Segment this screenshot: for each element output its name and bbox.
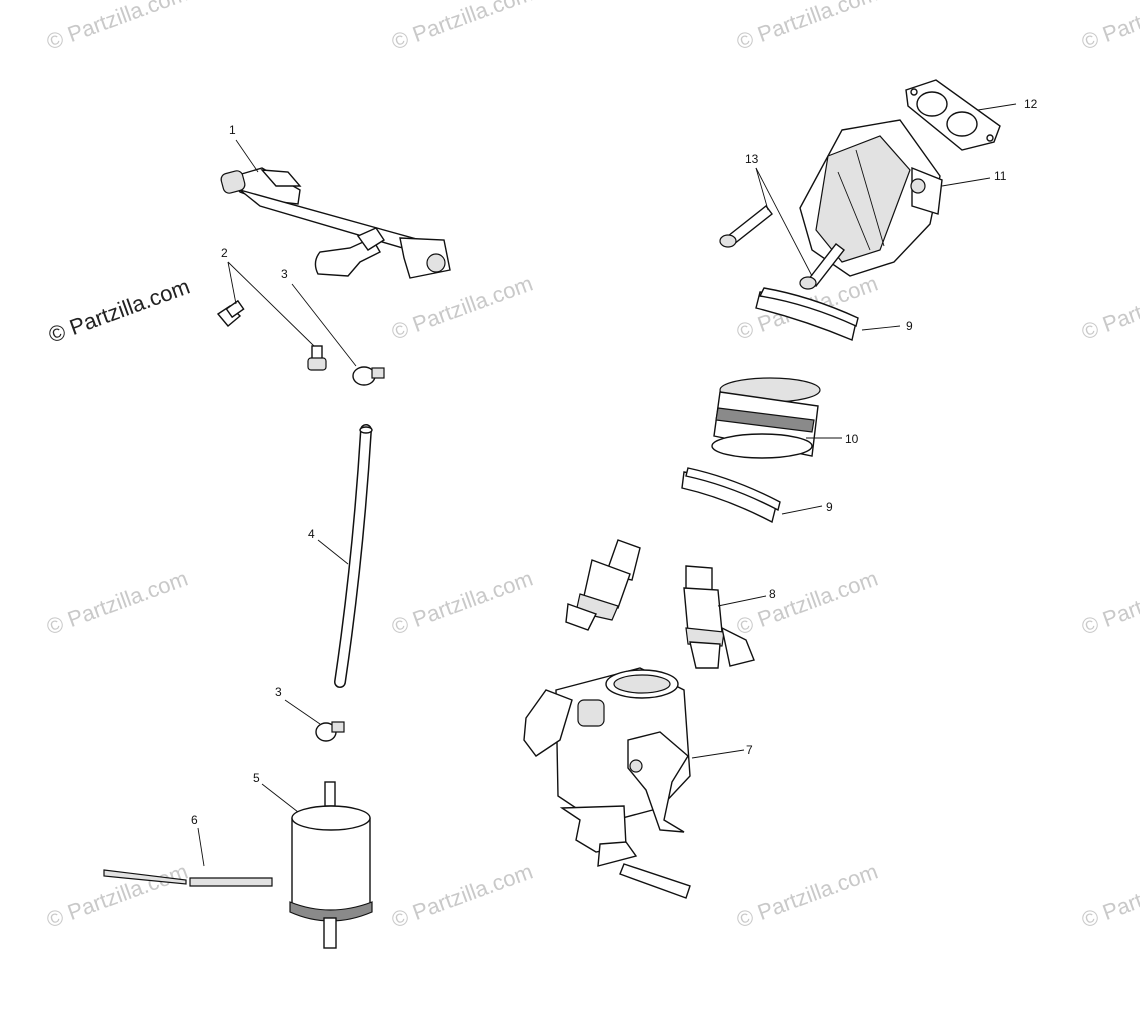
callout-9-upper: 9	[906, 319, 913, 333]
watermark: © Partzilla.com	[43, 566, 191, 640]
part-6-cable-tie[interactable]	[103, 827, 273, 887]
callout-12: 12	[1024, 97, 1038, 111]
callout-9-lower: 9	[826, 500, 833, 514]
watermark: © Partzilla.com	[1078, 566, 1140, 640]
callout-6: 6	[191, 813, 198, 827]
part-9-intake-clamp-lower[interactable]	[681, 467, 823, 524]
callout-5: 5	[253, 771, 260, 785]
part-7-throttle-body[interactable]	[523, 667, 745, 899]
part-4-fuel-hose[interactable]	[317, 424, 373, 688]
watermark: © Partzilla.com	[43, 859, 191, 933]
callout-3-upper: 3	[281, 267, 288, 281]
watermark: © Partzilla.com	[1078, 0, 1140, 55]
part-9-intake-clamp-upper[interactable]	[755, 287, 901, 341]
callout-13: 13	[745, 152, 759, 166]
part-10-intake-boot[interactable]	[711, 377, 842, 459]
watermark: © Partzilla.com	[733, 859, 881, 933]
part-12-gasket[interactable]	[905, 79, 1017, 151]
callout-2: 2	[221, 246, 228, 260]
watermark: © Partzilla.com	[43, 0, 191, 55]
part-8-fuel-injector-right[interactable]	[683, 565, 767, 669]
part-8-fuel-injector-left[interactable]	[565, 539, 641, 631]
watermark: © Partzilla.com	[388, 859, 536, 933]
part-3-hose-clamp-upper[interactable]	[291, 283, 385, 386]
part-1-fuel-rail[interactable]	[220, 139, 451, 279]
callout-7: 7	[746, 743, 753, 757]
part-3-hose-clamp-lower[interactable]	[284, 699, 345, 742]
watermark-strong: © Partzilla.com	[45, 274, 193, 348]
callout-1: 1	[229, 123, 236, 137]
watermark: © Partzilla.com	[388, 566, 536, 640]
watermark: © Partzilla.com	[733, 0, 881, 55]
part-5-fuel-filter[interactable]	[261, 781, 373, 949]
callout-4: 4	[308, 527, 315, 541]
callout-8: 8	[769, 587, 776, 601]
callout-3-lower: 3	[275, 685, 282, 699]
part-13-manifold-bolts[interactable]	[719, 167, 845, 290]
part-11-intake-manifold[interactable]	[799, 119, 991, 277]
callout-10: 10	[845, 432, 859, 446]
watermark: © Partzilla.com	[1078, 859, 1140, 933]
watermark: © Partzilla.com	[733, 566, 881, 640]
part-2-screws[interactable]	[216, 261, 327, 371]
callout-11: 11	[994, 169, 1007, 183]
callout-labels: 1 2 3 4 3 5 6 7 8 9 9 10 11 12 13	[191, 97, 1038, 827]
watermark: © Partzilla.com	[388, 0, 536, 55]
watermark: © Partzilla.com	[1078, 271, 1140, 345]
watermark: © Partzilla.com	[388, 271, 536, 345]
